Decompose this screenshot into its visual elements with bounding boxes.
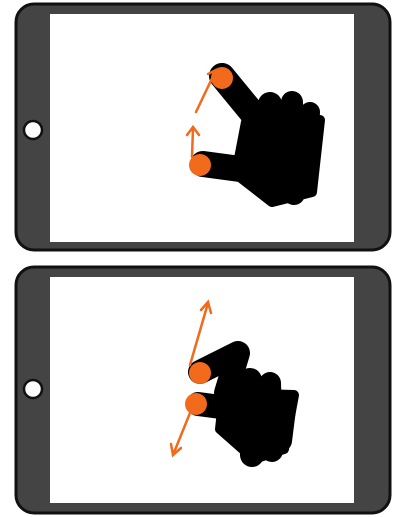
touch-point-icon (185, 393, 207, 415)
tablet-bottom-graphic (0, 265, 393, 515)
tablet-bottom (0, 265, 393, 515)
home-button-icon (24, 121, 42, 139)
touch-point-icon (189, 362, 211, 384)
tablet-top (0, 2, 393, 252)
home-button-icon (24, 380, 42, 398)
tablet-screen (50, 277, 354, 503)
tablet-top-graphic (0, 2, 393, 252)
